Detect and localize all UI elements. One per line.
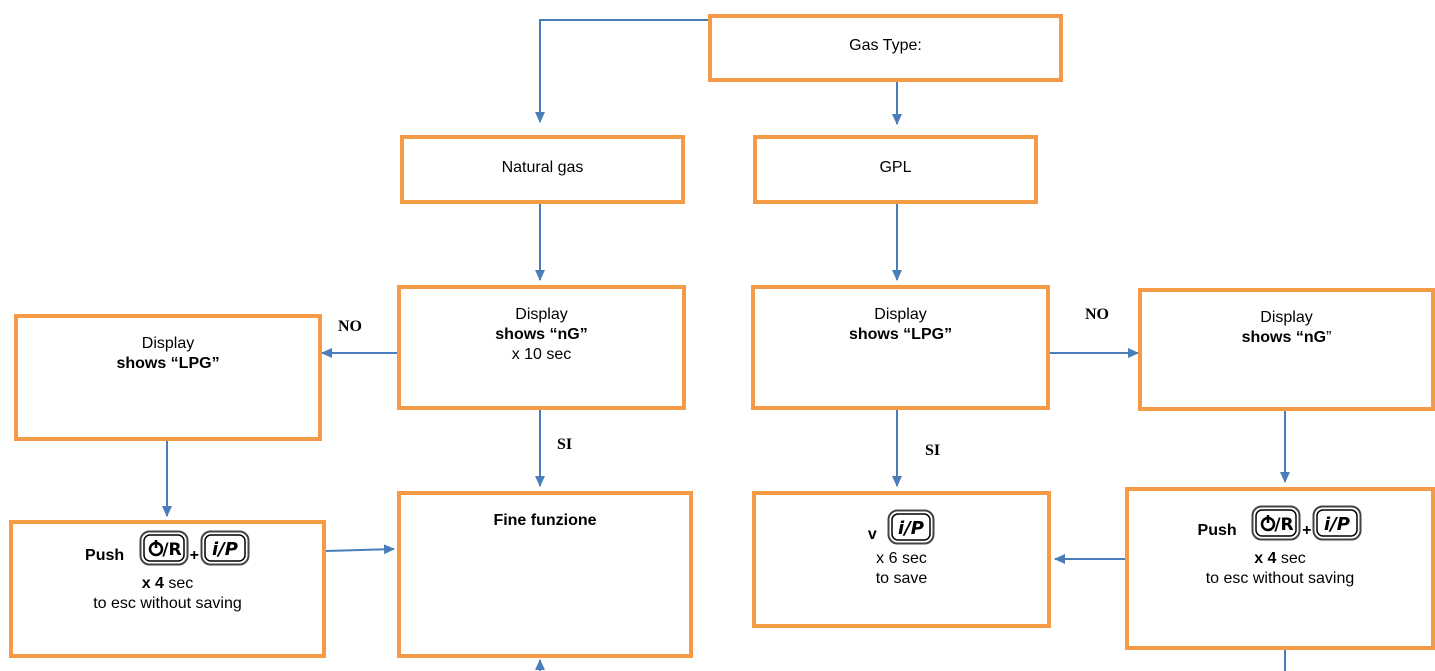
gpl-box: GPL (753, 135, 1038, 204)
right-display-line1: Display (1260, 309, 1313, 326)
left-push-label: Push (85, 547, 125, 564)
right-display-line2-tail: ” (1326, 329, 1332, 346)
left-push-time-bold: x 4 (141, 575, 164, 592)
svg-text:i/P: i/P (898, 518, 924, 539)
si-right-label: SI (925, 442, 941, 459)
arrow-push-to-fine (325, 544, 395, 555)
right-display-line2-bold: shows “nG (1241, 329, 1327, 346)
no-right-label: NO (1085, 306, 1109, 323)
left-push-time-rest: sec (163, 575, 194, 592)
svg-text:i/P: i/P (212, 539, 238, 560)
right-display-ng-box: Display shows “nG” (1138, 288, 1435, 411)
left-push-box: Push /R + i/P x 4 sec to esc without sav… (9, 520, 326, 658)
left-display-line1: Display (141, 335, 195, 352)
right-push-plus: + (1302, 522, 1312, 539)
natural-gas-label: Natural gas (501, 159, 584, 176)
display-ng-line3: x 10 sec (511, 346, 572, 363)
svg-text:/R: /R (1274, 515, 1293, 535)
no-left-label: NO (338, 318, 362, 335)
left-push-note: to esc without saving (93, 595, 242, 612)
svg-text:i/P: i/P (1324, 514, 1350, 535)
display-ng-line2: shows “nG” (495, 326, 588, 343)
natural-gas-box: Natural gas (400, 135, 685, 204)
right-push-box: Push /R + i/P x 4 sec to esc without sav… (1125, 487, 1435, 650)
si-left-label: SI (557, 436, 573, 453)
info-p-key-icon: i/P (887, 509, 935, 545)
gas-type-box: Gas Type: (708, 14, 1063, 82)
right-push-time-rest: sec (1276, 550, 1306, 567)
gas-type-label: Gas Type: (849, 37, 922, 54)
info-p-key-icon: i/P (200, 530, 250, 566)
display-ng-box: Display shows “nG” x 10 sec (397, 285, 686, 410)
fine-funzione-label: Fine funzione (493, 512, 597, 529)
right-push-time-bold: x 4 (1254, 550, 1277, 567)
save-time: x 6 sec (876, 550, 927, 567)
save-v: v (867, 526, 877, 543)
svg-text:/R: /R (162, 540, 181, 560)
power-reset-key-icon: /R (139, 530, 189, 566)
right-push-label: Push (1197, 522, 1237, 539)
left-display-line2: shows “LPG” (116, 355, 220, 372)
fine-funzione-box: Fine funzione (397, 491, 693, 658)
arrow-gastype-to-natural (535, 19, 710, 123)
display-lpg-line2: shows “LPG” (848, 326, 953, 343)
left-push-plus: + (189, 547, 199, 564)
gpl-label: GPL (879, 159, 912, 176)
display-ng-line1: Display (515, 306, 568, 323)
save-box: v i/P x 6 sec to save (752, 491, 1051, 628)
info-p-key-icon: i/P (1312, 505, 1362, 541)
display-lpg-line1: Display (874, 306, 927, 323)
right-push-note: to esc without saving (1205, 570, 1355, 587)
left-display-lpg-box: Display shows “LPG” (14, 314, 322, 441)
power-reset-key-icon: /R (1251, 505, 1301, 541)
save-note: to save (875, 570, 928, 587)
display-lpg-box: Display shows “LPG” (751, 285, 1050, 410)
